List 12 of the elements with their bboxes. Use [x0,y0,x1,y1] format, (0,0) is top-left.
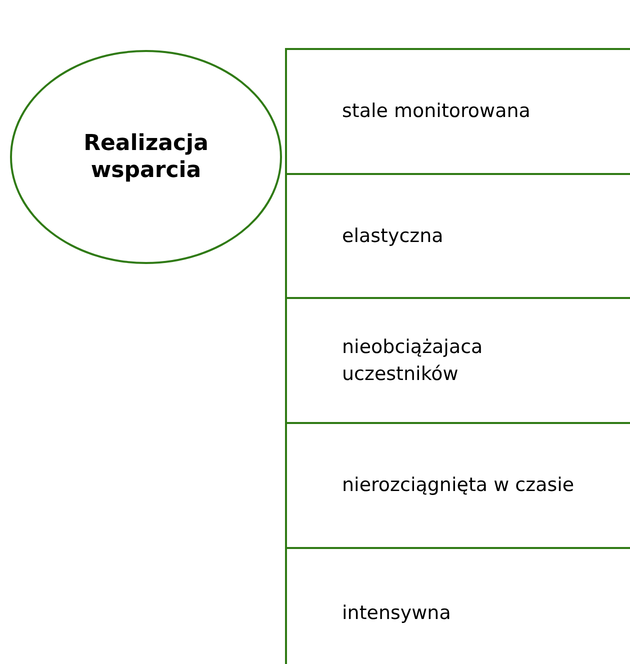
box-label: nieobciążajaca uczestników [342,334,484,386]
box-label: elastyczna [342,224,444,249]
bracket-box [285,173,630,297]
node-title: Realizacja wsparcia [82,130,210,184]
box-label: intensywna [342,600,451,626]
box-label: stale monitorowana [342,99,530,124]
box-label: nierozciągnięta w czasie [342,473,574,498]
bracket-box [285,547,630,664]
bracket-box [285,422,630,547]
bracket-box [285,297,630,422]
ellipse-node [10,50,282,264]
bracket-box [285,48,630,173]
